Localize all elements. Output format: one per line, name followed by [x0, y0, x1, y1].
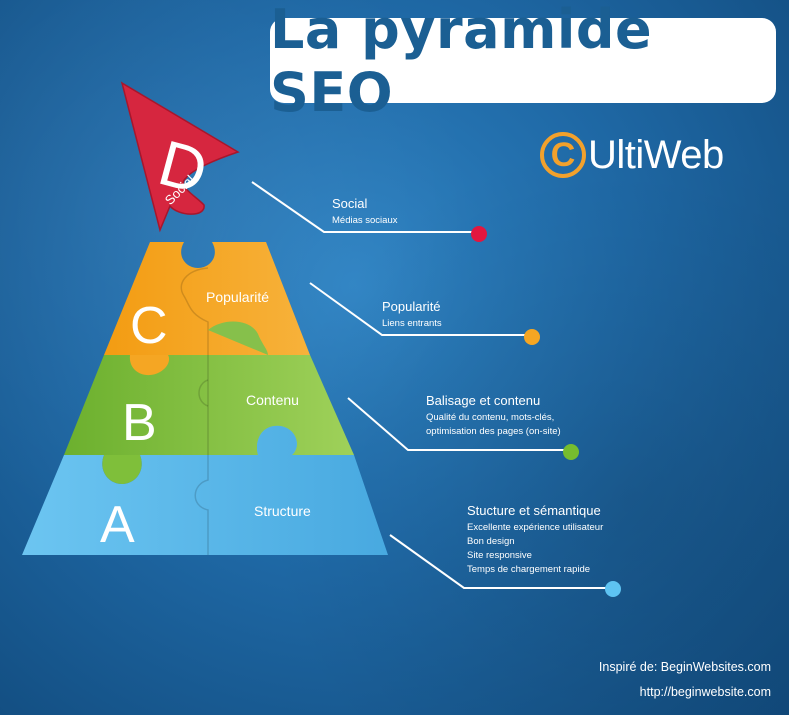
callout-contenu-title: Balisage et contenu [426, 393, 541, 408]
callout-contenu-line: optimisation des pages (on-site) [426, 426, 561, 437]
callout-contenu-line: Qualité du contenu, mots-clés, [426, 412, 555, 423]
dot-popularite [524, 329, 540, 345]
credit-url[interactable]: http://beginwebsite.com [639, 685, 771, 699]
connector-structure [389, 534, 612, 589]
callout-structure-line: Site responsive [467, 550, 532, 561]
callout-social-title: Social [332, 196, 368, 211]
connector-lines [251, 181, 612, 589]
callout-popularite-title: Popularité [382, 299, 441, 314]
callout-structure-line: Bon design [467, 536, 515, 547]
level-a-label: Structure [254, 503, 311, 519]
callout-popularite: Popularité Liens entrants [382, 299, 442, 331]
level-a-tier: A Structure [22, 425, 388, 555]
callout-structure-line: Temps de chargement rapide [467, 564, 591, 575]
connector-contenu [347, 397, 570, 451]
callout-social-line: Médias sociaux [332, 215, 398, 226]
level-c-tier: C Popularité [104, 242, 310, 355]
level-d-puzzle-piece: D Social [120, 81, 240, 233]
level-c-letter: C [130, 297, 168, 355]
logo-name: UltiWeb [588, 132, 724, 177]
connector-social [251, 181, 478, 233]
level-c-label: Popularité [206, 289, 269, 305]
logo-mark: C [540, 132, 586, 178]
callout-popularite-line: Liens entrants [382, 318, 442, 329]
dot-structure [605, 581, 621, 597]
credit-inspired: Inspiré de: BeginWebsites.com [598, 660, 771, 674]
level-a-letter: A [100, 496, 135, 554]
callout-structure-line: Excellente expérience utilisateur [467, 522, 604, 533]
level-b-letter: B [122, 394, 157, 452]
level-b-label: Contenu [246, 392, 299, 408]
page-title: La pyramide SEO [270, 0, 653, 124]
ultiweb-logo: C UltiWeb [540, 132, 724, 178]
callout-structure-title: Stucture et sémantique [467, 503, 601, 518]
dot-social [471, 226, 487, 242]
dot-contenu [563, 444, 579, 460]
callout-contenu: Balisage et contenu Qualité du contenu, … [426, 393, 561, 439]
callout-social: Social Médias sociaux [332, 196, 397, 228]
callout-structure: Stucture et sémantique Excellente expéri… [467, 503, 603, 577]
connector-popularite [309, 282, 530, 336]
title-banner: La pyramide SEO [270, 0, 776, 124]
